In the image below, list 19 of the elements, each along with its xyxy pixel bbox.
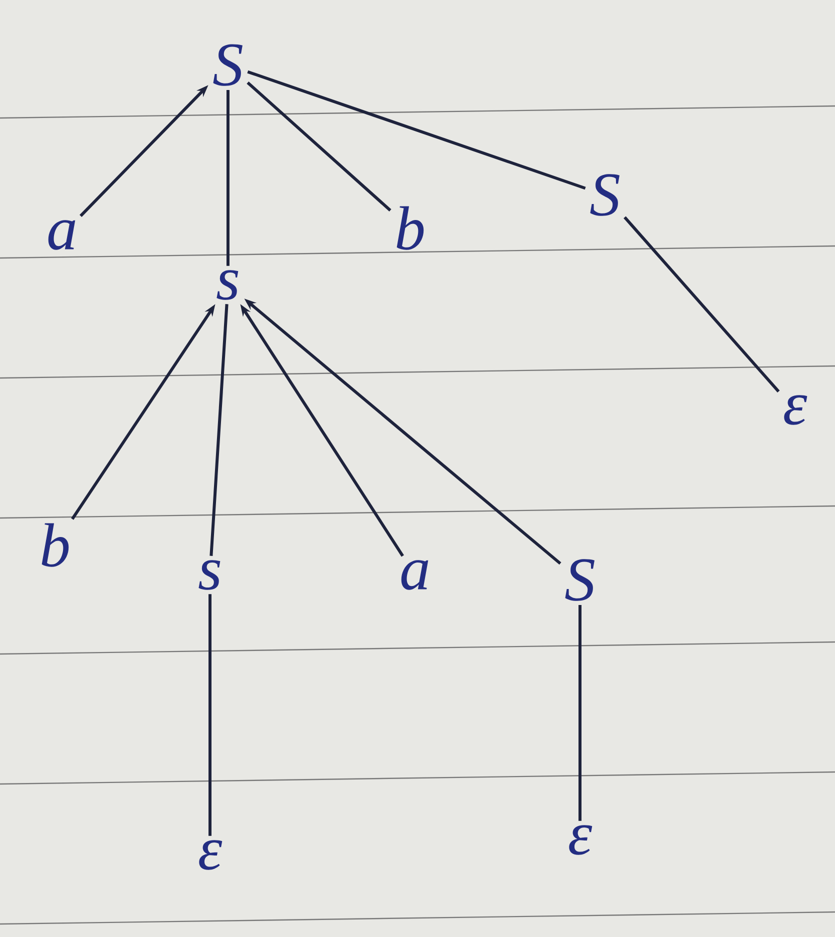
tree-symbol: ε — [199, 840, 222, 870]
tree-symbol: ε — [784, 395, 808, 425]
tree-edge — [578, 605, 582, 821]
tree-edge — [624, 216, 780, 392]
tree-edge — [246, 82, 392, 212]
tree-edge — [208, 594, 212, 836]
tree-symbol: b — [42, 523, 69, 567]
tree-symbol: b — [396, 206, 424, 250]
tree-symbol: ε — [569, 825, 592, 855]
tree-symbol: S — [213, 44, 242, 86]
tree-edge — [210, 304, 228, 556]
tree-symbol: a — [401, 560, 428, 590]
tree-symbol: s — [198, 560, 220, 590]
tree-symbol: s — [216, 270, 238, 300]
tree-symbol: S — [565, 559, 594, 601]
tree-symbol: S — [590, 174, 620, 216]
tree-edge — [226, 90, 230, 266]
tree-symbol: a — [48, 220, 76, 250]
tree-edge — [247, 70, 586, 190]
